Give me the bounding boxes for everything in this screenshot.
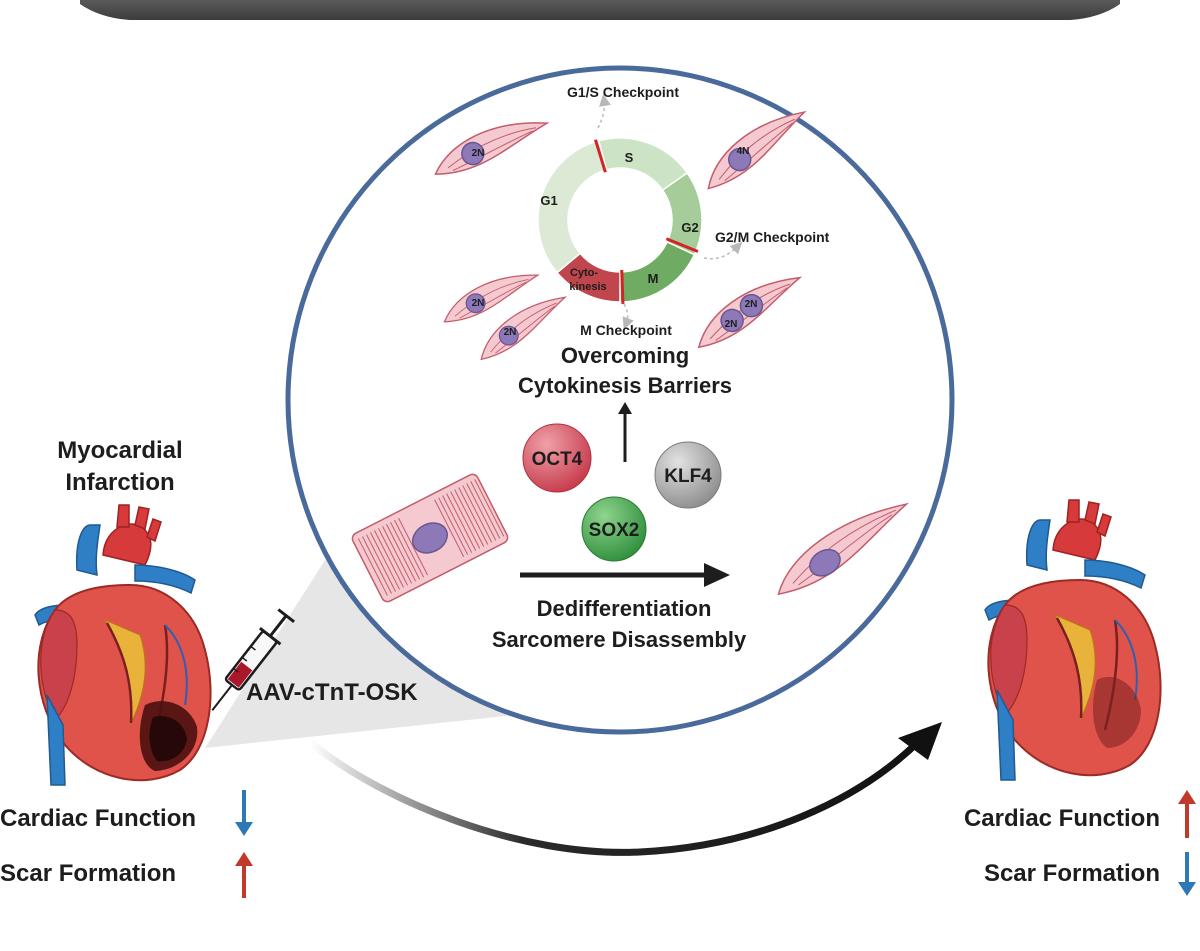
klf4-sphere: [654, 441, 722, 509]
checkpoint-markers: [594, 139, 699, 305]
dediff-label-line2: Sarcomere Disassembly: [492, 627, 747, 652]
nucleus: [465, 293, 486, 314]
spindle-cardiomyocyte: [480, 296, 568, 361]
spindle-cardiomyocyte: [707, 110, 807, 190]
upward-arrow-head: [618, 402, 632, 414]
phase-g1-label: G1: [540, 193, 557, 208]
phase-m-label: M: [648, 271, 659, 286]
striation-line: [446, 493, 477, 551]
g2m-checkpoint-line: [665, 237, 699, 253]
striation-line: [434, 499, 465, 557]
progress-curve-arrow: [306, 736, 924, 856]
right-cardiac-function-label: Cardiac Function: [964, 805, 1160, 832]
spindle-cardiomyocyte: [443, 274, 540, 323]
m-checkpoint-label: M Checkpoint: [580, 322, 672, 338]
striation-line: [398, 517, 429, 576]
right-scar-down-arrow-icon: [1178, 852, 1196, 896]
striation-line: [390, 521, 421, 580]
g2m-checkpoint-arrow: [703, 241, 743, 260]
mi-title-line2: Infarction: [65, 469, 174, 496]
nucleus: [498, 325, 519, 346]
g1s-checkpoint-line: [594, 139, 607, 173]
left-scar-formation-label: Scar Formation: [0, 860, 176, 887]
nucleus: [720, 308, 744, 333]
ploidy-label: 4N: [737, 146, 750, 157]
spindle-cardiomyocyte: [434, 122, 550, 175]
striation-line: [378, 528, 408, 586]
striation-line: [438, 497, 469, 555]
cardiomyocyte-cells: 2N 4N 2N 2N 2N 2N: [434, 110, 807, 361]
striation-line: [386, 524, 417, 582]
sox2-label: SOX2: [589, 520, 640, 541]
nucleus: [461, 141, 485, 166]
mi-title-line1: Myocardial: [57, 437, 182, 464]
g1s-checkpoint-arrow: [597, 94, 611, 129]
phase-kinesis-label: kinesis: [569, 281, 606, 293]
klf4-label: KLF4: [664, 466, 712, 487]
healed-heart: [984, 499, 1162, 781]
ploidy-label: 2N: [472, 148, 485, 159]
left-scar-up-arrow-icon: [235, 852, 253, 898]
ploidy-label: 2N: [504, 327, 517, 338]
second-nucleus: [739, 293, 764, 318]
striation-line: [366, 534, 396, 592]
right-scar-formation-label: Scar Formation: [984, 860, 1160, 887]
mature-cardiomyocyte: [351, 473, 509, 603]
dedifferentiation-arrow-head: [704, 563, 730, 587]
g2m-checkpoint-label: G2/M Checkpoint: [715, 229, 830, 245]
nucleus: [727, 147, 752, 172]
ploidy-label: 2N: [745, 299, 758, 310]
striation-line: [474, 479, 505, 537]
striation-line: [454, 489, 485, 547]
phase-cyto-label: Cyto-: [570, 267, 598, 279]
striation-line: [362, 536, 392, 594]
oct4-sphere: [522, 423, 592, 493]
striation-line: [458, 487, 489, 545]
dediff-label-line1: Dedifferentiation: [537, 596, 712, 621]
cell-cycle-wheel: [537, 137, 703, 303]
left-cardiac-down-arrow-icon: [235, 790, 253, 836]
cytokinesis-title-line2: Cytokinesis Barriers: [518, 373, 732, 398]
oct4-label: OCT4: [532, 449, 583, 470]
cytokinesis-title-line1: Overcoming: [561, 343, 689, 368]
striation-line: [394, 519, 425, 578]
striation-line: [374, 530, 404, 588]
g1s-checkpoint-label: G1/S Checkpoint: [567, 84, 679, 100]
striation-line: [470, 481, 501, 539]
ploidy-label: 2N: [725, 319, 738, 330]
striation-line: [462, 485, 493, 543]
striation-line: [450, 491, 481, 549]
syringe-icon: [211, 608, 295, 711]
healed-scar: [1092, 676, 1141, 748]
striation-line: [382, 526, 413, 584]
phase-g2-label: G2: [681, 220, 698, 235]
striation-line: [466, 483, 497, 541]
curve-arrowhead: [898, 722, 942, 760]
right-cardiac-up-arrow-icon: [1178, 790, 1196, 838]
dedifferentiated-cardiomyocyte: [777, 502, 910, 596]
striation-line: [370, 532, 400, 590]
m-checkpoint-line: [620, 269, 625, 305]
ploidy-label: 2N: [472, 298, 485, 309]
left-cardiac-function-label: Cardiac Function: [0, 805, 196, 832]
m-checkpoint-arrow: [622, 303, 634, 330]
top-panel-edge: [80, 0, 1120, 20]
cytokinesis-segment: [556, 252, 621, 303]
sox2-sphere: [581, 496, 647, 562]
striation-line: [442, 495, 473, 553]
phase-s-label: S: [625, 150, 634, 165]
injection-label: AAV-cTnT-OSK: [246, 679, 418, 706]
striation-line: [358, 538, 388, 596]
infarcted-heart: [34, 504, 212, 786]
